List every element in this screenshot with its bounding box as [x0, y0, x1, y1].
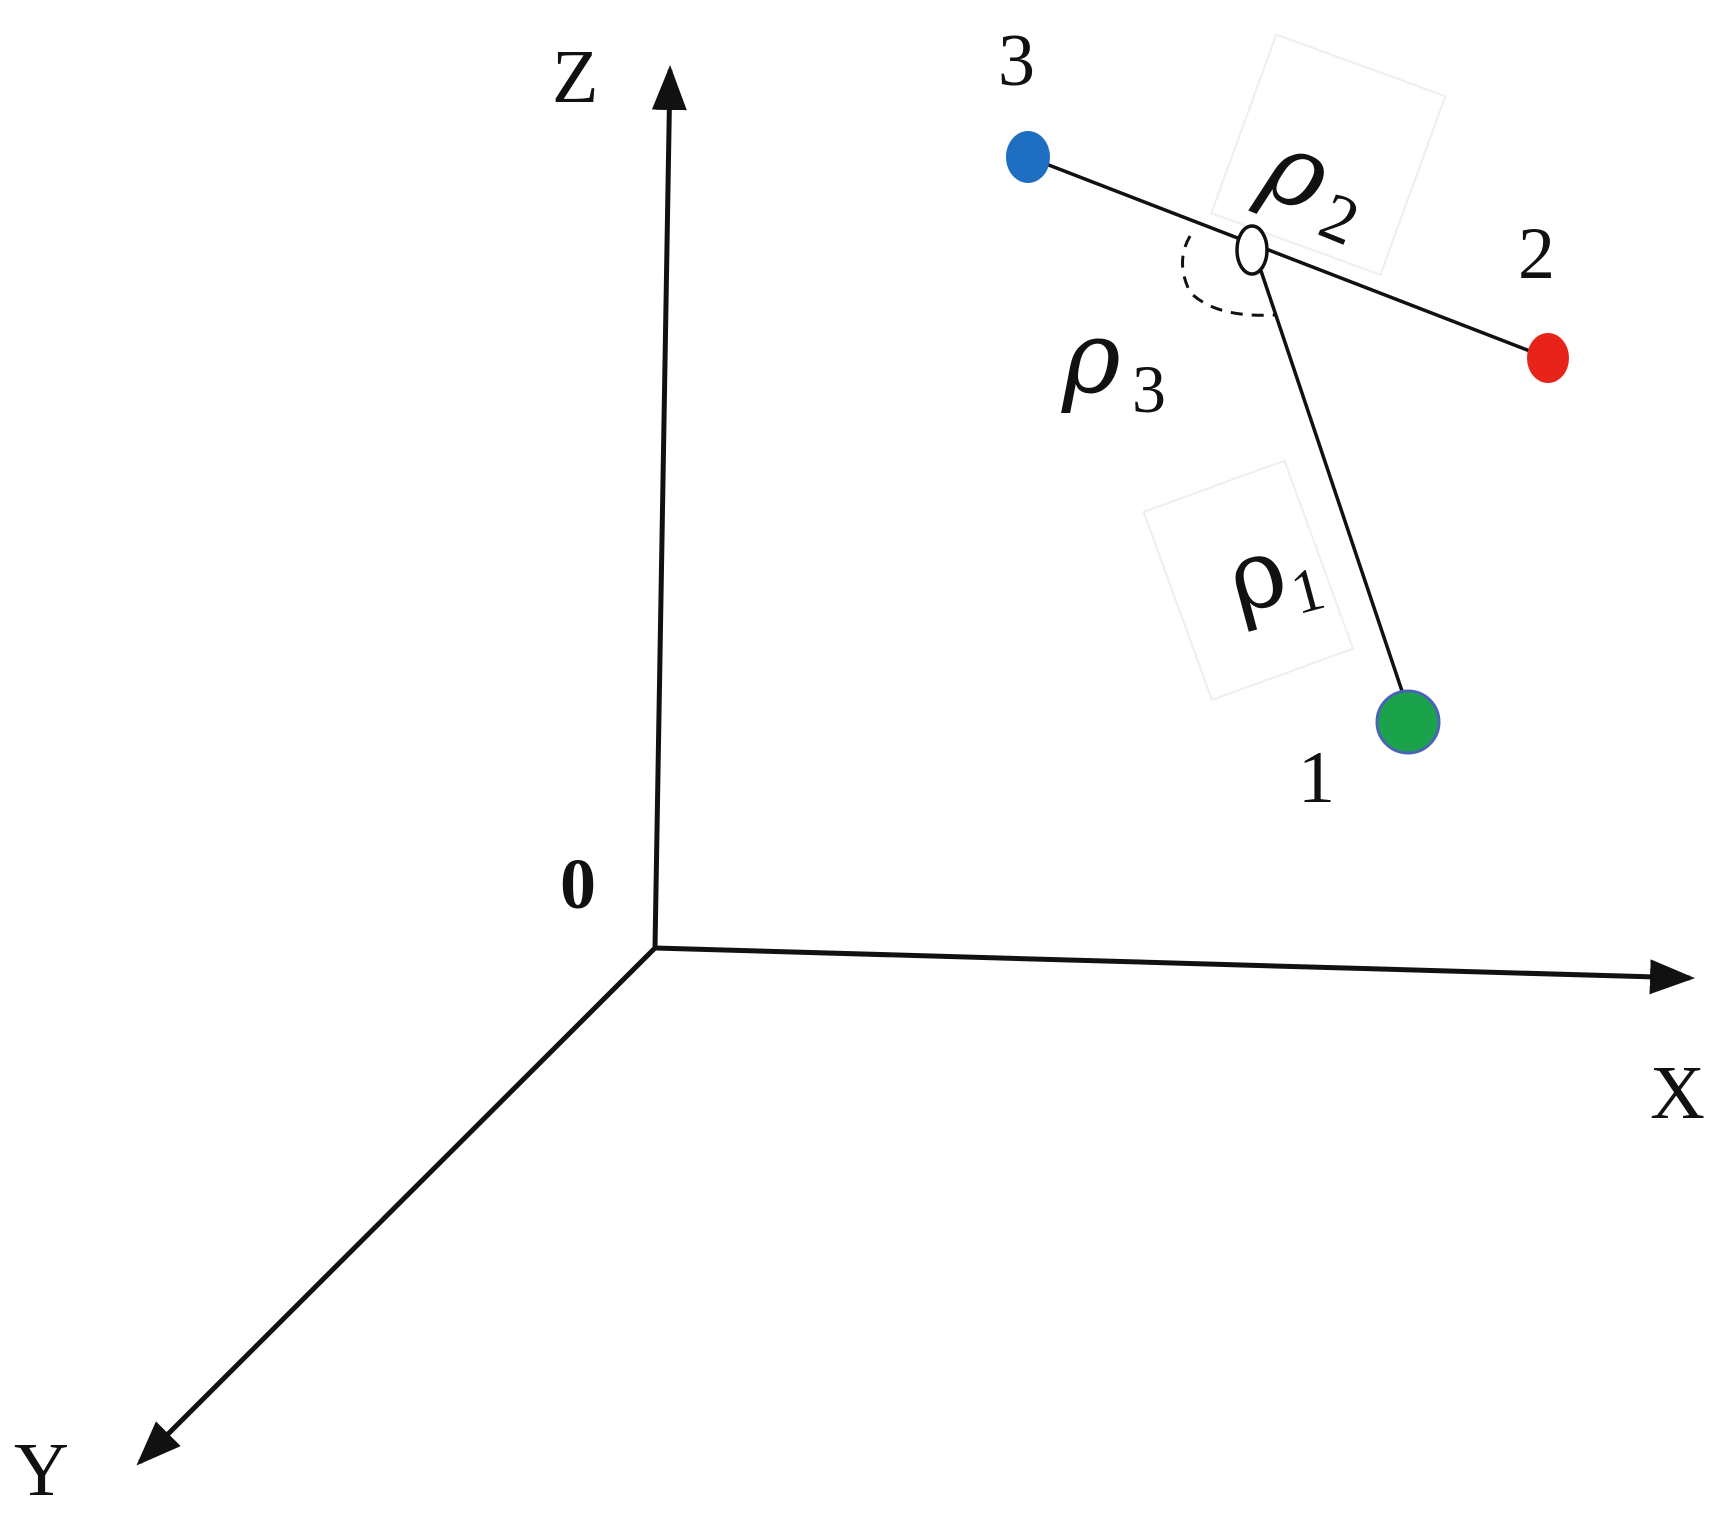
segment-3-to-2 — [1027, 155, 1549, 360]
point-2-label: 2 — [1518, 213, 1555, 295]
point-1-label: 1 — [1298, 737, 1335, 819]
origin-label: 0 — [560, 844, 596, 924]
z-axis — [651, 65, 687, 949]
point-1-marker — [1375, 689, 1441, 755]
point-3-label: 3 — [998, 20, 1035, 102]
rho3-subscript: 3 — [1132, 351, 1166, 427]
y-axis-label: Y — [14, 1428, 69, 1512]
point-2-marker — [1527, 333, 1569, 383]
angle-label-rho3: ρ 3 — [1061, 299, 1166, 427]
rho3-symbol: ρ — [1061, 299, 1121, 416]
rho1-symbol: ρ — [1215, 513, 1299, 636]
label-frame-rho1 — [1142, 459, 1355, 702]
point-3-marker — [1006, 131, 1050, 183]
label-frame-rho2 — [1209, 33, 1447, 277]
segment-junction-to-1 — [1252, 249, 1407, 701]
y-axis — [136, 946, 657, 1466]
z-axis-label: Z — [552, 35, 598, 119]
x-axis — [654, 945, 1695, 995]
junction-node — [1235, 224, 1269, 276]
x-axis-label: X — [1650, 1051, 1705, 1135]
angle-label-rho1: ρ 1 — [1215, 513, 1332, 636]
